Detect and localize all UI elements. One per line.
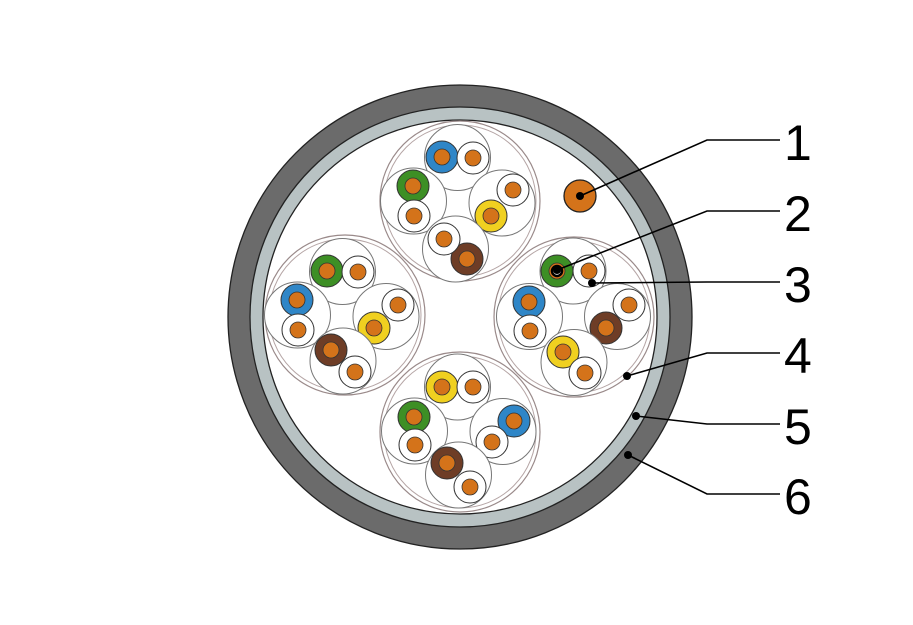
pair-group-top-pair-4-brown-wire-conductor	[458, 250, 476, 268]
pair-group-left-pair-1-green-wire-conductor	[318, 262, 336, 280]
leader-line-2	[556, 210, 780, 271]
leader-line-1	[579, 139, 780, 197]
pair-group-right-pair-3-brown-wire-conductor	[597, 319, 615, 337]
callout-label-1: 1	[784, 115, 812, 171]
leader-dot-5	[632, 412, 640, 420]
pair-group-top-pair-1-white-wire-conductor	[464, 149, 482, 167]
cable-core	[262, 119, 658, 515]
twisted-pair-groups	[264, 120, 655, 513]
pair-group-bottom-pair-1-white-wire-conductor	[464, 378, 482, 396]
pair-group-top-pair-3-white-wire-conductor	[504, 181, 522, 199]
pair-group-right-pair-2-white-wire-conductor	[521, 322, 539, 340]
pair-group-bottom-pair-2-green-wire-conductor	[405, 408, 423, 426]
pair-group-left-pair-4-brown-wire-conductor	[322, 341, 340, 359]
callouts: 1 2 3 4 5 6	[553, 115, 812, 525]
leader-line-3	[591, 281, 780, 284]
pair-group-top-pair-3-yellow-wire-conductor	[482, 207, 500, 225]
pair-group-bottom-pair-3-white-wire-conductor	[483, 433, 501, 451]
pair-group-right-pair-2-blue-wire-conductor	[520, 293, 538, 311]
leader-line-5	[635, 415, 780, 425]
callout-label-4: 4	[784, 328, 812, 384]
pair-group-bottom-pair-3-blue-wire-conductor	[505, 412, 523, 430]
leader-dot-6	[624, 451, 632, 459]
leader-line-4	[626, 352, 780, 377]
pair-group-left-pair-3-yellow-wire-conductor	[365, 319, 383, 337]
pair-group-left-pair-2-white-wire-conductor	[289, 321, 307, 339]
pair-group-right-pair-3-white-wire-conductor	[620, 296, 638, 314]
pair-group-left-pair-1-white-wire-conductor	[349, 263, 367, 281]
pair-group-bottom-pair-4-white-wire-conductor	[461, 478, 479, 496]
pair-group-bottom-pair-2-white-wire-conductor	[406, 436, 424, 454]
pair-group-right-pair-4-white-wire-conductor	[576, 364, 594, 382]
leader-dot-4	[623, 372, 631, 380]
callout-label-2: 2	[784, 186, 812, 242]
pair-group-right-pair-1-white-wire-conductor	[580, 262, 598, 280]
pair-group-bottom-pair-1-yellow-wire-conductor	[433, 378, 451, 396]
callout-label-5: 5	[784, 399, 812, 455]
pair-group-top-pair-4-white-wire-conductor	[435, 230, 453, 248]
pair-group-left-pair-4-white-wire-conductor	[346, 363, 364, 381]
leader-dot-3	[588, 279, 596, 287]
pair-group-top-pair-2-white-wire-conductor	[405, 207, 423, 225]
pair-group-top-pair-2-green-wire-conductor	[404, 177, 422, 195]
leader-dot-1	[576, 192, 584, 200]
pair-group-left-pair-3-white-wire-conductor	[389, 296, 407, 314]
callout-label-6: 6	[784, 469, 812, 525]
pair-group-left-pair-2-blue-wire-conductor	[288, 291, 306, 309]
leader-line-6	[627, 454, 780, 495]
pair-group-bottom-pair-4-brown-wire-conductor	[438, 454, 456, 472]
leader-dot-2	[553, 266, 561, 274]
pair-group-right-pair-4-yellow-wire-conductor	[554, 343, 572, 361]
callout-label-3: 3	[784, 257, 812, 313]
pair-group-top-pair-1-blue-wire-conductor	[433, 148, 451, 166]
